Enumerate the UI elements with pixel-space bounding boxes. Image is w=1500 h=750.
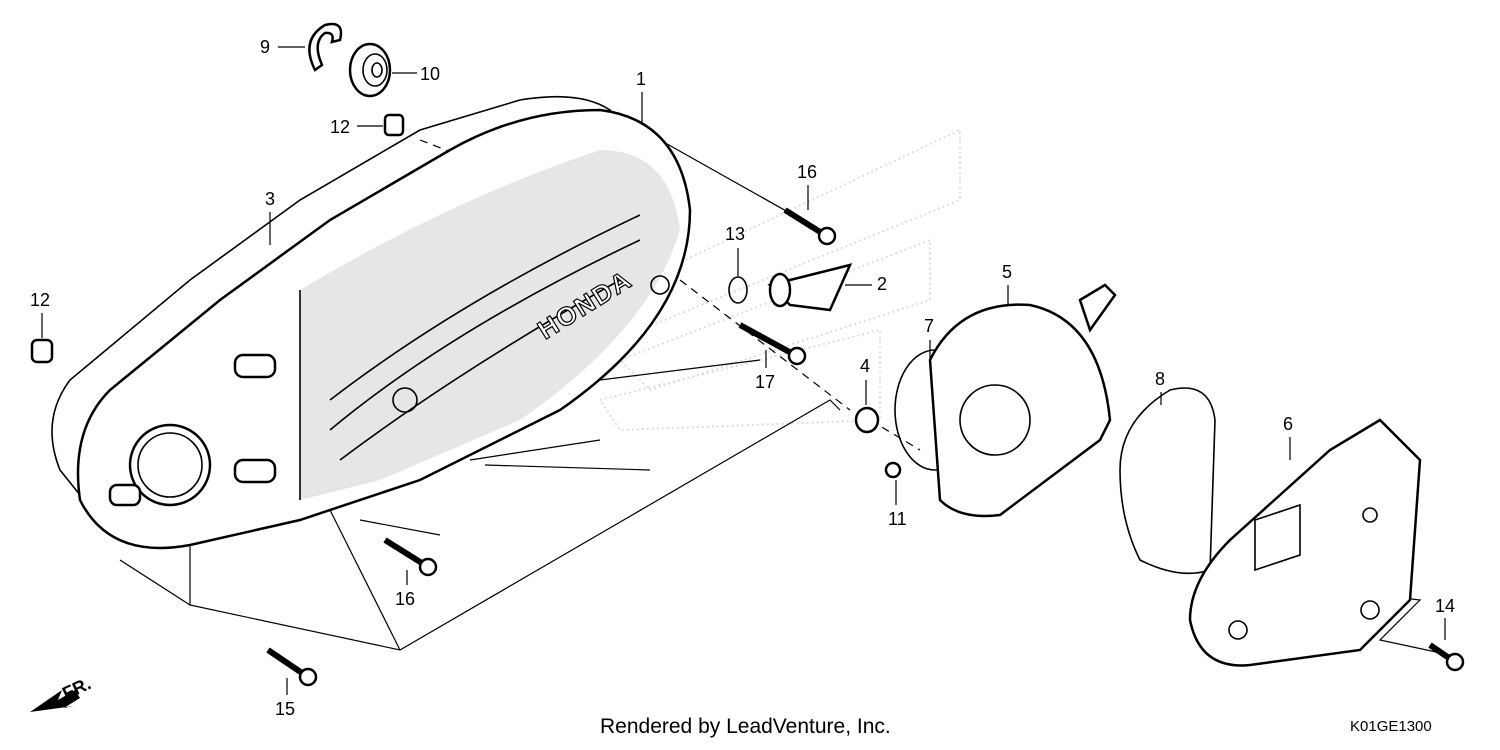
callout-1: 1 — [636, 69, 646, 89]
cover-boss-2 — [233, 458, 277, 484]
cover-window-ring — [137, 432, 203, 498]
dowel-pin-part-12-left — [30, 338, 54, 364]
cover-ribs — [299, 214, 641, 500]
seal-part-8 — [1119, 387, 1216, 575]
callout-15: 15 — [275, 699, 295, 719]
inner-cover-part-5 — [928, 283, 1117, 518]
callout-11: 11 — [888, 509, 907, 529]
circlip-part-9 — [308, 22, 343, 72]
dowel-pin-part-12-top — [383, 113, 405, 137]
air-duct-part-2 — [767, 263, 853, 312]
bearing-part-10 — [348, 42, 392, 98]
callout-16-bottom: 16 — [395, 589, 415, 609]
cover-boss-3 — [108, 483, 142, 507]
diagram-code: K01GE1300 — [1350, 718, 1432, 735]
oring-part-13 — [728, 276, 748, 304]
cover-hole-2 — [650, 275, 670, 295]
callout-5: 5 — [1002, 262, 1012, 282]
screw-part-11 — [884, 461, 902, 479]
cover-boss-1 — [233, 353, 277, 379]
bolt-part-16-top — [783, 207, 837, 246]
callout-9: 9 — [260, 37, 270, 57]
bolt-part-16-bottom — [383, 537, 438, 577]
grommet-part-4 — [854, 406, 880, 434]
callouts: 1 2 3 4 5 6 7 8 9 10 11 12 12 13 14 15 1… — [30, 37, 1455, 719]
bolt-part-15 — [266, 647, 318, 687]
callout-13: 13 — [725, 224, 745, 244]
bolt-part-14 — [1428, 642, 1465, 672]
footer-credit: Rendered by LeadVenture, Inc. — [600, 715, 891, 738]
callout-7: 7 — [924, 316, 934, 336]
callout-2: 2 — [877, 274, 887, 294]
cover-window — [128, 423, 212, 507]
callout-17: 17 — [755, 372, 775, 392]
callout-8: 8 — [1155, 369, 1165, 389]
outer-cover-part-6 — [1188, 418, 1422, 667]
cover-hole — [392, 387, 418, 413]
cover-shading — [300, 150, 680, 500]
callout-3: 3 — [265, 189, 275, 209]
front-direction-marker: FR. — [30, 673, 94, 712]
bolt-part-17 — [738, 322, 807, 366]
callout-12-top: 12 — [330, 117, 350, 137]
callout-4: 4 — [860, 356, 870, 376]
callout-16-top: 16 — [797, 162, 817, 182]
callout-6: 6 — [1283, 414, 1293, 434]
callout-12-left: 12 — [30, 290, 50, 310]
callout-14: 14 — [1435, 596, 1455, 616]
callout-10: 10 — [420, 64, 440, 84]
